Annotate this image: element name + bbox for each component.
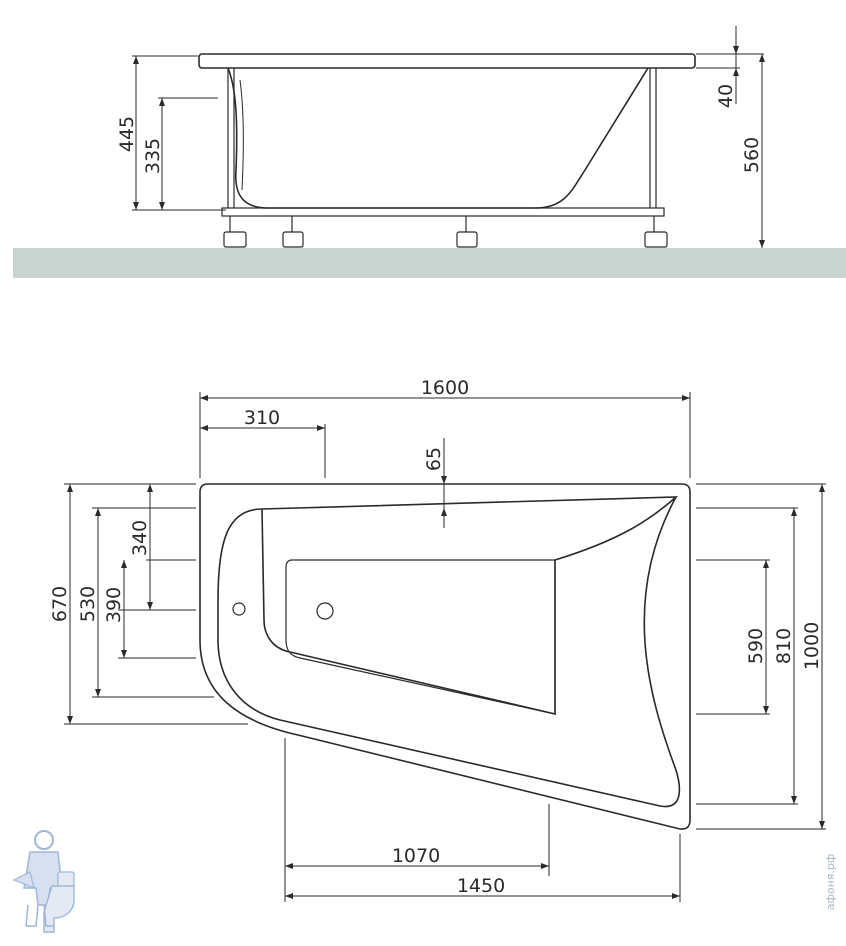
dim-810: 810 (773, 628, 795, 664)
plumber-logo (12, 830, 75, 933)
drain-hole (316, 602, 334, 620)
feet (223, 231, 668, 248)
top-view: 1600 310 65 670 530 390 (49, 377, 826, 902)
dim-530: 530 (77, 586, 99, 622)
dim-1000: 1000 (801, 622, 823, 670)
tub-body (227, 67, 649, 209)
tub-bottom (285, 559, 556, 715)
dim-310: 310 (244, 407, 280, 429)
dim-340: 340 (129, 520, 151, 556)
dim-40: 40 (715, 84, 737, 108)
side-view: 445 335 40 560 (13, 26, 846, 278)
dim-1070: 1070 (392, 845, 440, 867)
tub-inner (217, 496, 681, 808)
dim-560: 560 (741, 137, 763, 173)
dim-1600: 1600 (421, 377, 469, 399)
dim-1450: 1450 (457, 875, 505, 897)
tub-outline (199, 483, 691, 830)
dim-590: 590 (745, 628, 767, 664)
overflow-hole (232, 602, 246, 616)
frame (221, 68, 665, 232)
dim-390: 390 (103, 587, 125, 623)
tub-rim (198, 53, 696, 69)
watermark-text: афоня.рф (824, 854, 837, 911)
dim-670: 670 (49, 586, 71, 622)
dim-445: 445 (116, 116, 138, 152)
dim-65: 65 (423, 447, 445, 471)
dim-335: 335 (142, 138, 164, 174)
floor (13, 248, 846, 278)
